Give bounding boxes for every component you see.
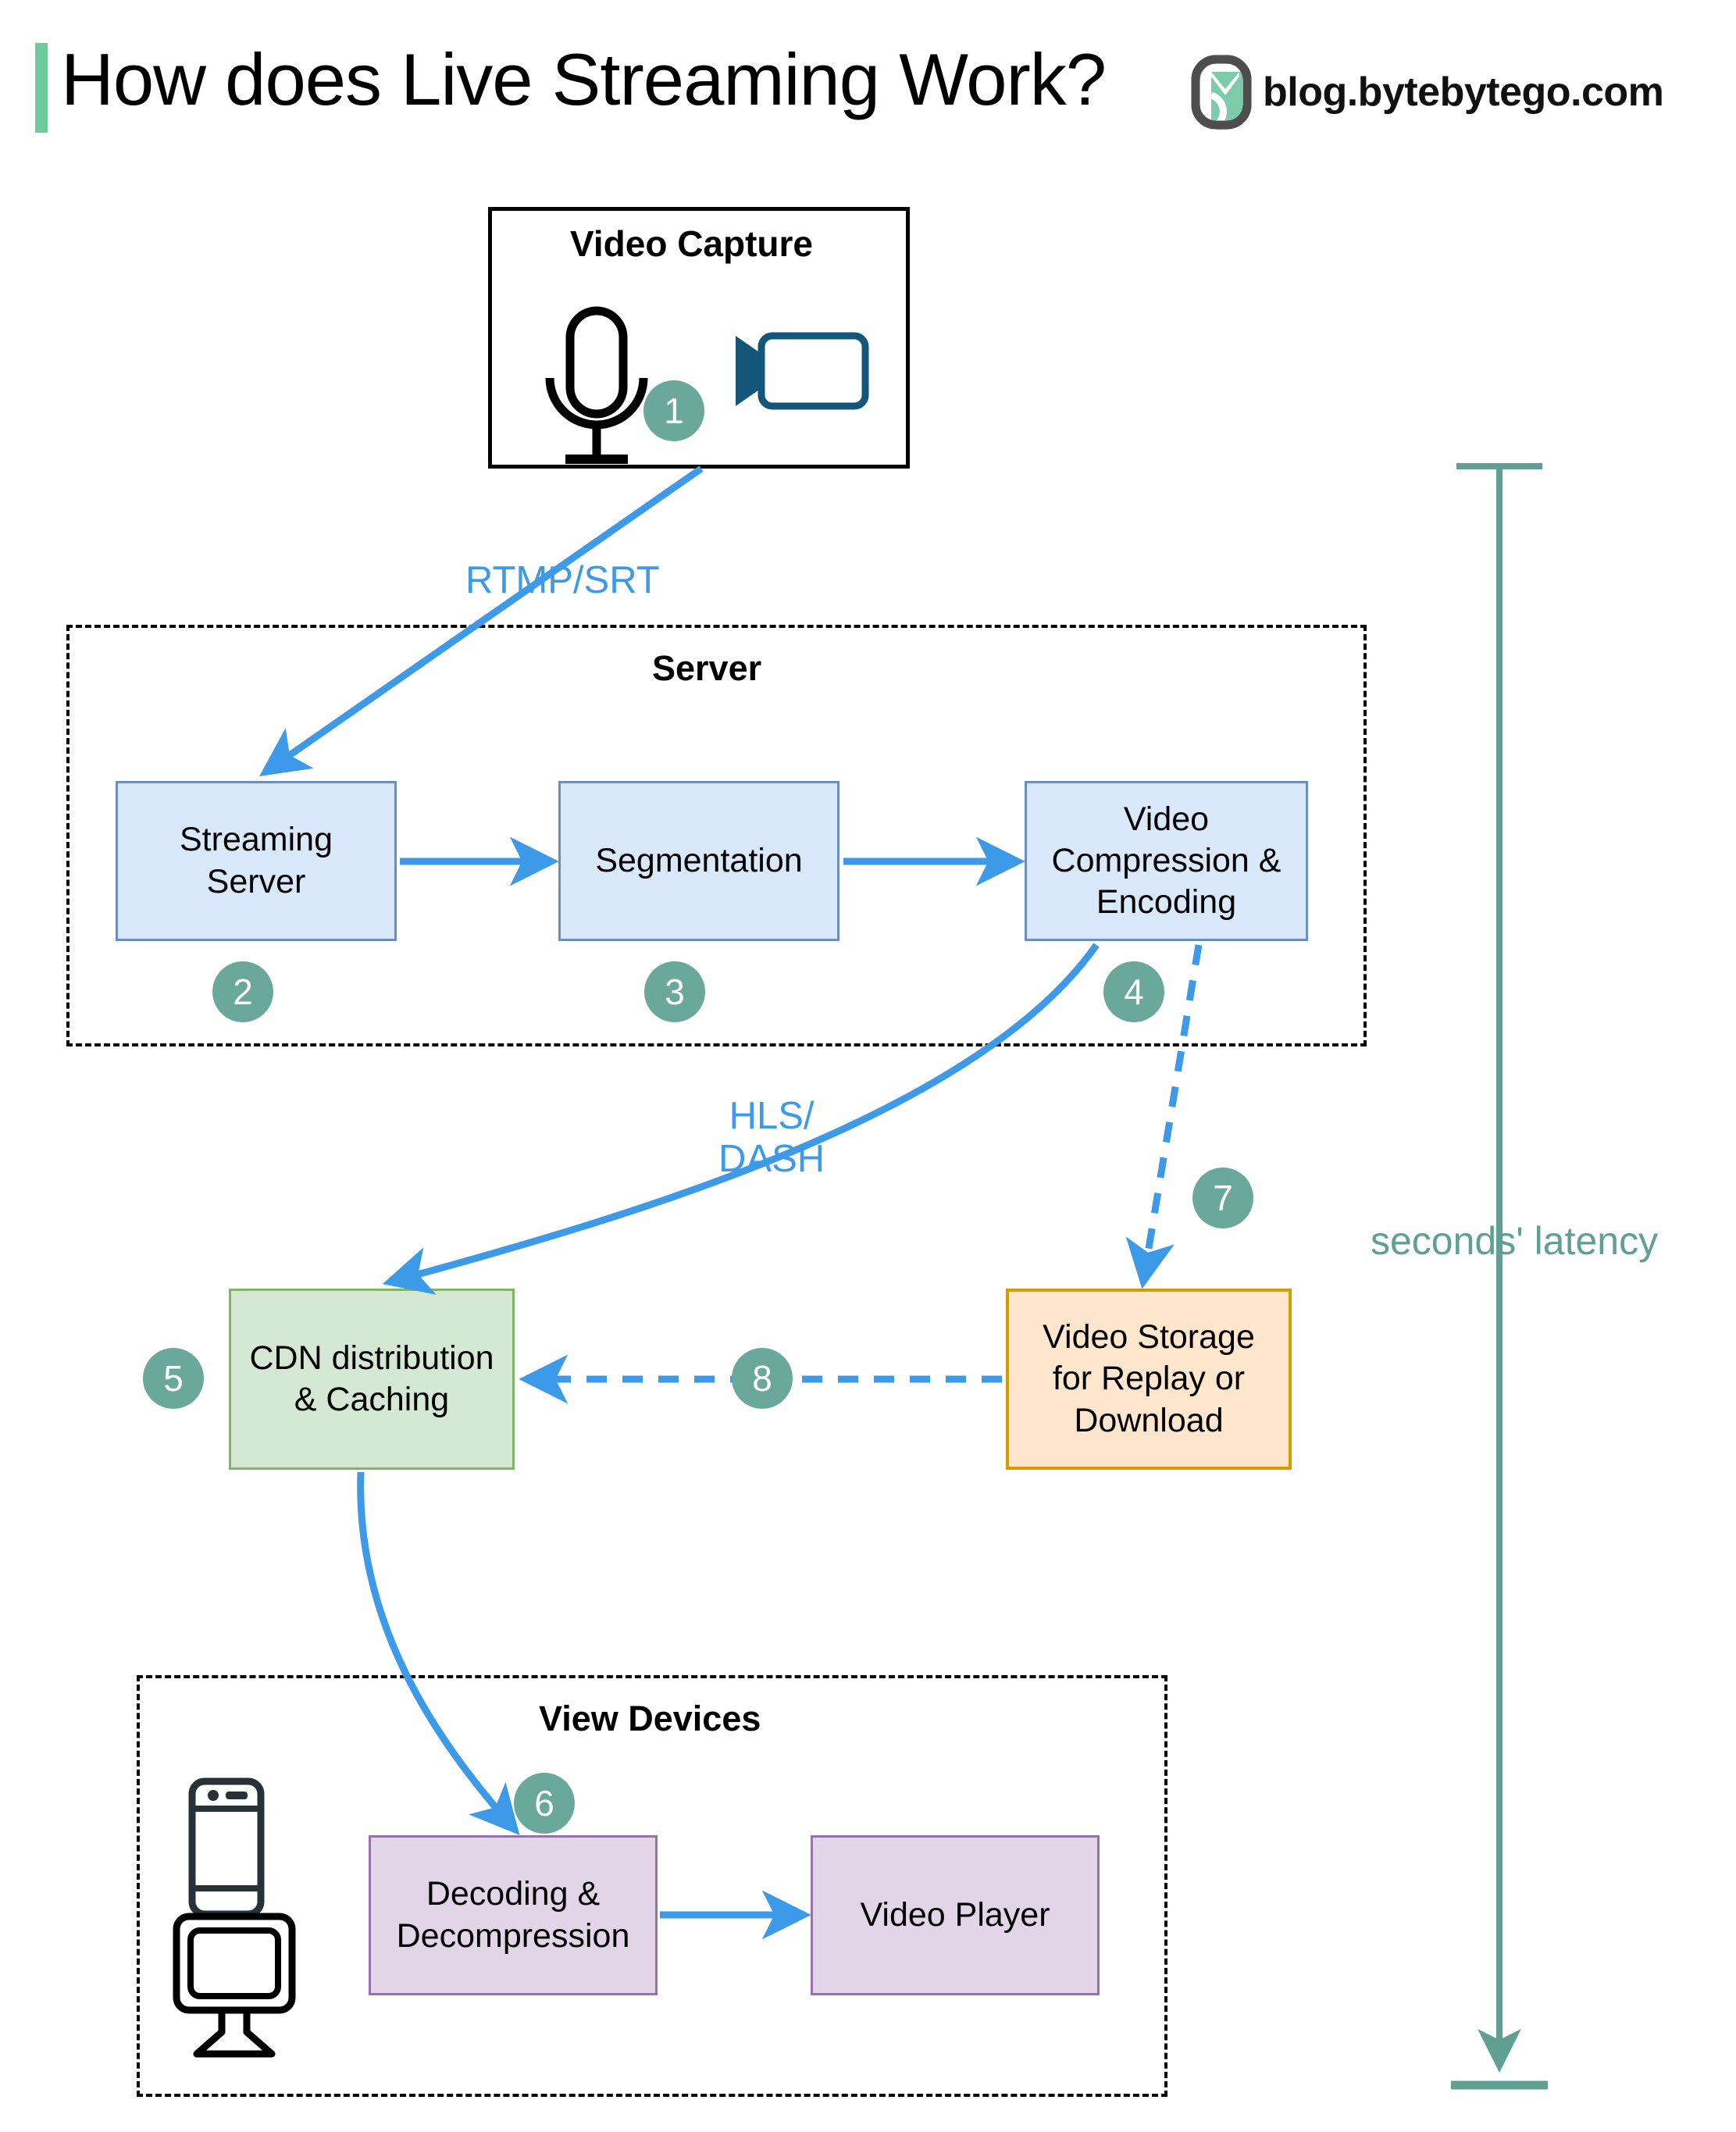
badge-step-1: 1 xyxy=(643,380,704,441)
node-streaming-server[interactable]: Streaming Server xyxy=(116,781,397,941)
title-accent-bar xyxy=(35,43,48,133)
badge-step-4: 4 xyxy=(1103,961,1164,1022)
node-video-player[interactable]: Video Player xyxy=(811,1835,1100,1995)
node-segmentation[interactable]: Segmentation xyxy=(558,781,839,941)
brand: blog.bytebytego.com xyxy=(1191,55,1664,130)
node-cdn-distribution[interactable]: CDN distribution & Caching xyxy=(229,1289,515,1470)
latency-label: seconds' latency xyxy=(1371,1219,1659,1263)
badge-step-3: 3 xyxy=(644,961,705,1022)
edge-label-rtmp-srt: RTMP/SRT xyxy=(465,559,660,601)
view-devices-title: View Devices xyxy=(539,1699,761,1738)
video-capture-title: Video Capture xyxy=(570,223,813,264)
node-video-storage[interactable]: Video Storage for Replay or Download xyxy=(1006,1289,1292,1470)
server-title: Server xyxy=(652,648,762,688)
badge-step-6: 6 xyxy=(514,1773,575,1834)
edge-label-hls-dash: HLS/ DASH xyxy=(718,1095,825,1180)
badge-step-2: 2 xyxy=(212,961,273,1022)
badge-step-7: 7 xyxy=(1192,1168,1253,1228)
badge-step-8: 8 xyxy=(732,1348,793,1409)
node-video-compression[interactable]: Video Compression & Encoding xyxy=(1025,781,1308,941)
view-devices-container xyxy=(137,1675,1167,2097)
bytebytego-logo-icon xyxy=(1191,55,1252,130)
node-decoding-decompression[interactable]: Decoding & Decompression xyxy=(369,1835,658,1995)
latency-bracket xyxy=(1451,463,1548,2090)
page-title: How does Live Streaming Work? xyxy=(61,38,1107,120)
badge-step-5: 5 xyxy=(143,1348,204,1409)
brand-text: blog.bytebytego.com xyxy=(1263,70,1664,115)
